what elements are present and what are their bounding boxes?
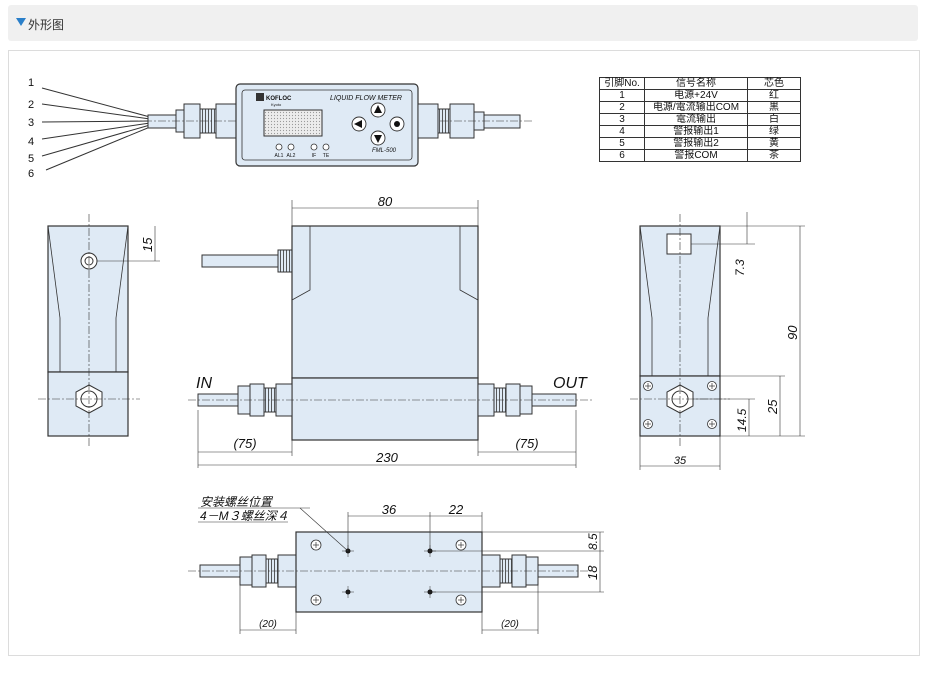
pin-color: 红 — [747, 89, 801, 102]
table-row: 2 电源/電流输出COM 黒 — [599, 101, 801, 114]
pin-color: 黒 — [747, 101, 801, 114]
dim-20-right: (20) — [501, 619, 519, 630]
pin-signal: 警报COM — [644, 149, 748, 162]
wire-number-6: 6 — [28, 168, 34, 180]
device-name: LIQUID FLOW METER — [330, 95, 402, 102]
dim-14-5: 14.5 — [735, 408, 749, 432]
mount-label-2: 4－M３螺丝深４ — [200, 509, 289, 523]
dim-90: 90 — [785, 325, 800, 340]
section-header[interactable]: 外形图 — [8, 5, 918, 41]
brand-logo-icon — [256, 93, 264, 101]
pin-signal: 电源/電流输出COM — [644, 101, 748, 114]
brand-name: KOFLOC — [266, 96, 292, 102]
wire-number-2: 2 — [28, 99, 34, 111]
dim-25: 25 — [765, 399, 780, 415]
label-out: OUT — [553, 375, 588, 392]
led-label-te: TE — [323, 153, 330, 159]
mount-label-1: 安装螺丝位置 — [200, 495, 274, 509]
table-row: 5 警报输出2 黄 — [599, 137, 801, 150]
label-in: IN — [196, 375, 212, 392]
dim-8-5: 8.5 — [586, 533, 600, 550]
brand-sub: Kyoto — [271, 102, 282, 107]
right-side-view: 7.3 90 25 14.5 35 — [630, 212, 805, 470]
front-view: IN OUT 80 (75) (75) 230 — [188, 194, 592, 468]
dim-18: 18 — [585, 565, 600, 580]
display-panel — [263, 109, 323, 137]
device-model: FML-500 — [372, 148, 397, 154]
wire-number-1: 1 — [28, 77, 34, 89]
dim-230: 230 — [375, 450, 398, 465]
table-row: 6 警报COM 茶 — [599, 149, 801, 162]
pin-no: 3 — [599, 113, 645, 126]
led-label-al2: AL2 — [287, 153, 296, 159]
pin-no: 2 — [599, 101, 645, 114]
wire-number-5: 5 — [28, 153, 34, 165]
dim-22: 22 — [448, 502, 464, 517]
dim-75-right: (75) — [515, 436, 538, 451]
pin-table-header: 引脚No. 信号名称 芯色 — [599, 77, 801, 90]
pin-color: 茶 — [747, 149, 801, 162]
pin-signal: 电源+24V — [644, 89, 748, 102]
pin-no: 6 — [599, 149, 645, 162]
dim-36: 36 — [382, 502, 397, 517]
dim-75-left: (75) — [233, 436, 256, 451]
pin-signal: 電流输出 — [644, 113, 748, 126]
bottom-view: 安装螺丝位置 4－M３螺丝深４ 36 22 8.5 18 (20) (20) — [188, 495, 604, 634]
pin-color: 黄 — [747, 137, 801, 150]
pin-no: 5 — [599, 137, 645, 150]
pin-table-col-color: 芯色 — [747, 77, 801, 90]
dim-20-left: (20) — [259, 619, 277, 630]
pin-signal: 警报输出1 — [644, 125, 748, 138]
left-side-view: 15 — [38, 214, 160, 448]
table-row: 1 电源+24V 红 — [599, 89, 801, 102]
wire-number-4: 4 — [28, 136, 34, 148]
wire-bundle — [41, 87, 151, 171]
table-row: 4 警报输出1 绿 — [599, 125, 801, 138]
pin-no: 4 — [599, 125, 645, 138]
section-title: 外形图 — [28, 18, 65, 32]
led-label-al1: AL1 — [275, 153, 284, 159]
pin-no: 1 — [599, 89, 645, 102]
pin-signal: 警报输出2 — [644, 137, 748, 150]
table-row: 3 電流输出 白 — [599, 113, 801, 126]
wire-number-3: 3 — [28, 117, 34, 129]
pin-table: 引脚No. 信号名称 芯色 1 电源+24V 红 2 电源/電流输出COM 黒 … — [599, 77, 801, 162]
pin-color: 绿 — [747, 125, 801, 138]
dim-35: 35 — [674, 455, 687, 467]
dim-15: 15 — [140, 237, 155, 252]
triangle-down-icon — [16, 18, 26, 26]
top-view: 1 2 3 4 5 6 KOFLOC Kyoto LIQUID FLOW MET… — [28, 77, 534, 180]
pin-color: 白 — [747, 113, 801, 126]
led-label-if: IF — [312, 153, 316, 159]
pin-table-col-signal: 信号名称 — [644, 77, 748, 90]
dim-7-3: 7.3 — [733, 259, 747, 276]
pin-table-col-no: 引脚No. — [599, 77, 645, 90]
dim-80: 80 — [378, 194, 393, 209]
